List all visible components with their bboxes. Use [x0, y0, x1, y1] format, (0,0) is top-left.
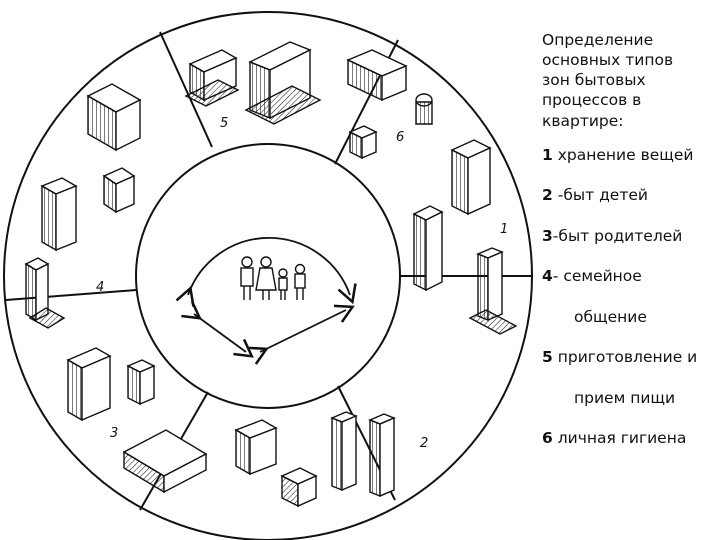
heading-line: квартире:	[542, 111, 624, 130]
legend-heading: Определение основных типов зон бытовых п…	[542, 30, 717, 131]
parents-furniture-icon	[66, 347, 208, 494]
zone-label-3: 3	[110, 426, 118, 441]
cycle-arrows	[175, 236, 357, 365]
storage-furniture-icon	[412, 139, 518, 335]
legend-item: 5 приготовление и	[542, 348, 698, 367]
legend: Определение основных типов зон бытовых п…	[542, 30, 717, 469]
legend-item: 3-быт родителей	[542, 226, 683, 245]
heading-line: Определение	[542, 31, 654, 49]
zones-diagram: 5 6 1 2	[3, 11, 533, 540]
legend-item: 2 -быт детей	[542, 186, 648, 205]
legend-item: 6 личная гигиена	[542, 429, 687, 448]
heading-line: основных типов	[542, 51, 674, 70]
zone-label-1: 1	[500, 222, 508, 237]
family-furniture-icon	[24, 83, 142, 329]
family-icon	[240, 256, 306, 300]
zone-label-4: 4	[96, 280, 104, 295]
legend-item: 4- семейное	[542, 267, 642, 286]
legend-item: 1 хранение вещей	[542, 145, 694, 164]
legend-items: 1 хранение вещей 2 -быт детей 3-быт роди…	[542, 145, 717, 469]
zone-label-2: 2	[420, 436, 428, 451]
legend-item: прием пищи	[574, 388, 676, 407]
zone-label-6: 6	[396, 130, 404, 145]
heading-line: зон бытовых	[542, 71, 646, 90]
children-furniture-icon	[234, 411, 396, 508]
zone-label-5: 5	[220, 116, 228, 131]
legend-item: общение	[574, 307, 647, 326]
heading-line: процессов в	[542, 91, 642, 110]
kitchen-furniture-icon	[184, 41, 322, 125]
bathroom-furniture-icon	[346, 49, 433, 160]
